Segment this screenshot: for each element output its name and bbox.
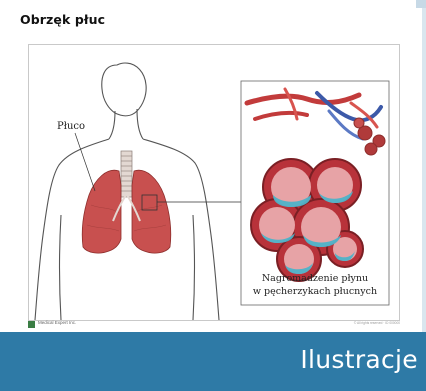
category-label[interactable]: Ilustracje: [300, 345, 418, 374]
logo-text: Medical Expert Inc.: [38, 320, 76, 325]
footer-strip: Medical Expert Inc. © All rights reserve…: [28, 320, 400, 332]
logo-icon: [28, 321, 35, 328]
illustration-title: Obrzęk płuc: [20, 12, 105, 27]
corner-notch: [416, 0, 426, 8]
copyright-text: © All rights reserved · ID 000000: [354, 321, 400, 325]
right-lung: [132, 170, 171, 253]
caption-line-1: Nagromadzenie płynu: [262, 273, 368, 284]
corner-accent: [422, 0, 426, 332]
caption-line-2: w pęcherzykach płucnych: [253, 286, 377, 297]
pulmonary-edema-diagram: Płuco: [29, 45, 399, 320]
diagram-panel: Płuco: [28, 44, 400, 321]
category-bar: Ilustracje: [0, 332, 426, 391]
lung-label: Płuco: [57, 121, 85, 132]
left-lung: [82, 170, 121, 253]
trachea: [121, 151, 132, 197]
